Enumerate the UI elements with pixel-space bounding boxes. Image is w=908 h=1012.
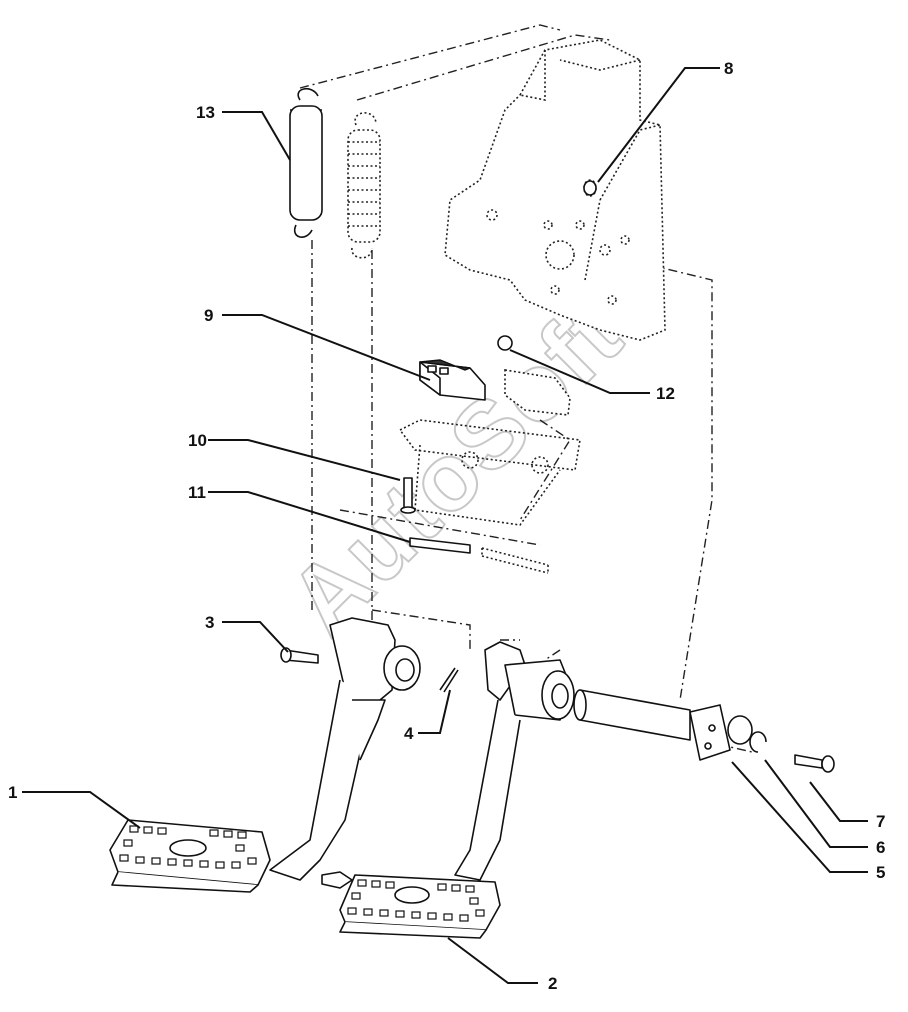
leader-11 — [208, 491, 411, 543]
callout-9: 9 — [204, 306, 213, 325]
pedal-2-studs — [347, 879, 485, 922]
leader-3 — [222, 621, 289, 653]
callout-7: 7 — [876, 812, 885, 831]
switch-support-plate — [398, 419, 581, 526]
bolt-7 — [794, 754, 835, 773]
leader-10 — [208, 439, 401, 481]
callout-3: 3 — [205, 613, 214, 632]
assembly-lines — [299, 24, 753, 753]
leader-8 — [597, 67, 720, 183]
nut-8 — [583, 180, 597, 196]
callout-8: 8 — [724, 59, 733, 78]
leader-13 — [222, 111, 291, 161]
leader-lines — [22, 67, 868, 984]
callout-2: 2 — [548, 974, 557, 993]
mounting-bracket — [444, 39, 666, 341]
leader-12 — [509, 349, 650, 394]
leader-2 — [447, 937, 538, 984]
callout-6: 6 — [876, 838, 885, 857]
switch-dotted — [497, 335, 571, 416]
callout-labels: 1 2 3 4 5 6 7 8 9 10 11 12 13 — [8, 59, 885, 993]
return-spring-13 — [289, 88, 323, 238]
leader-4 — [418, 689, 451, 734]
pedal-1-studs — [119, 825, 257, 869]
pin-11 — [409, 537, 549, 574]
washer-6 — [749, 731, 767, 753]
return-spring-dotted — [347, 112, 381, 259]
switch-9 — [419, 359, 486, 401]
leader-6 — [764, 759, 868, 848]
leader-7 — [809, 781, 868, 822]
bolt-10 — [400, 477, 416, 514]
leader-1 — [22, 791, 141, 829]
callout-13: 13 — [196, 103, 215, 122]
callout-5: 5 — [876, 863, 885, 882]
shaft-5 — [573, 689, 753, 761]
callout-11: 11 — [188, 483, 206, 502]
pedal-1 — [109, 617, 421, 893]
callout-10: 10 — [188, 431, 207, 450]
split-pin-4 — [439, 667, 459, 693]
callout-1: 1 — [8, 783, 17, 802]
pedal-2 — [321, 641, 575, 939]
autosoft-watermark-text: AutoSoft — [269, 281, 642, 654]
leader-9 — [222, 314, 431, 381]
leader-5 — [731, 761, 868, 873]
callout-12: 12 — [656, 384, 675, 403]
callout-4: 4 — [404, 724, 414, 743]
